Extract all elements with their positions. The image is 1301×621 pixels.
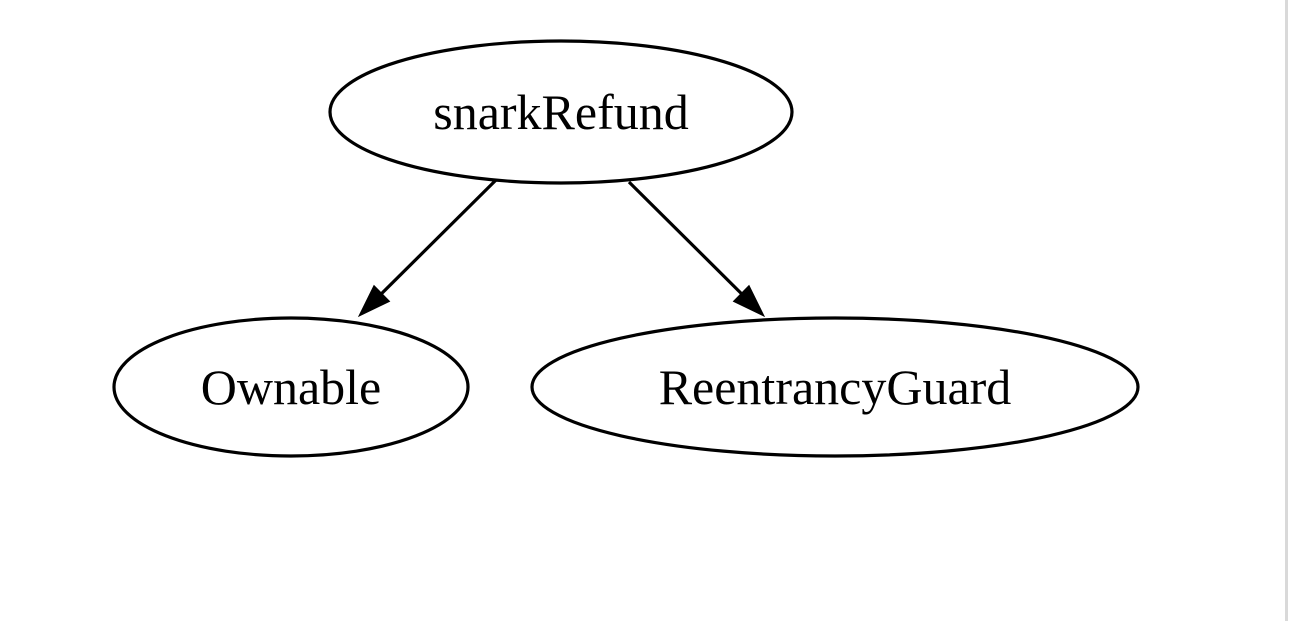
- right-pane-divider: [1285, 0, 1288, 621]
- node-ellipse: [530, 316, 1140, 458]
- edge-line: [380, 178, 498, 295]
- graph-node-ReentrancyGuard[interactable]: ReentrancyGuard: [530, 316, 1140, 458]
- node-label: snarkRefund: [433, 84, 689, 140]
- edge-arrowhead: [732, 284, 766, 318]
- graph-node-Ownable[interactable]: Ownable: [112, 316, 470, 458]
- graph-node-snarkRefund[interactable]: snarkRefund: [328, 39, 794, 185]
- node-ellipse: [328, 39, 794, 185]
- graph-edge-snarkRefund-ReentrancyGuard: [627, 180, 766, 318]
- edge-line: [627, 180, 743, 295]
- node-label: ReentrancyGuard: [659, 359, 1012, 415]
- node-label: Ownable: [201, 359, 382, 415]
- graph-edge-snarkRefund-Ownable: [357, 178, 498, 318]
- edge-arrowhead: [357, 284, 391, 318]
- node-ellipse: [112, 316, 470, 458]
